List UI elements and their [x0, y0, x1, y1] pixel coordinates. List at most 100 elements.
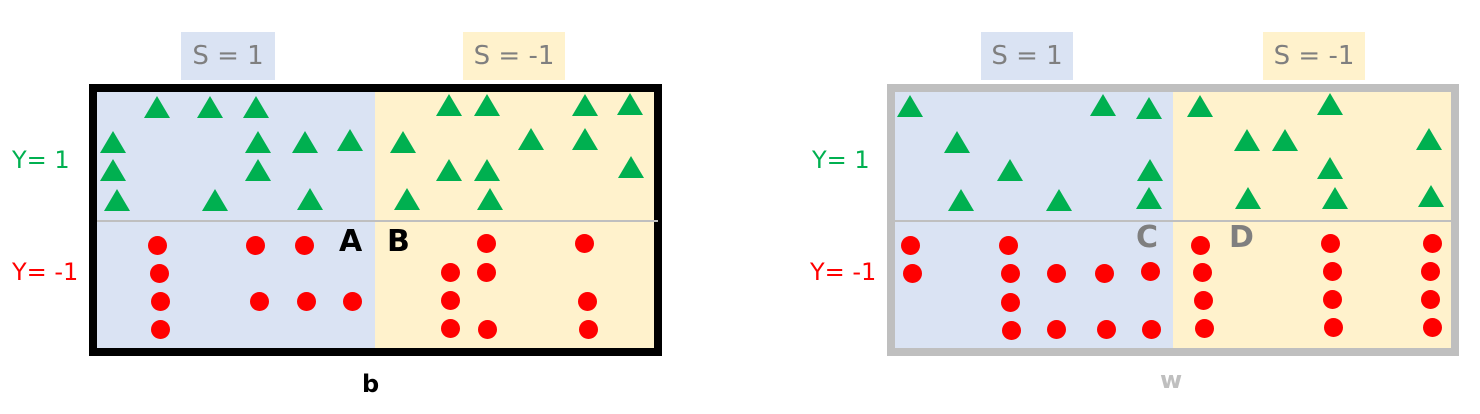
circle-marker-y-neg	[296, 291, 316, 311]
triangle-marker-y-pos	[1317, 93, 1343, 115]
point-label-d: D	[1229, 220, 1254, 255]
triangle-marker-y-pos	[944, 131, 970, 153]
circle-marker-y-neg	[1001, 320, 1021, 340]
class-divider	[895, 220, 1455, 222]
circle-marker-y-neg	[150, 291, 170, 311]
triangle-marker-y-pos	[572, 128, 598, 150]
circle-marker-y-neg	[1094, 263, 1114, 283]
triangle-marker-y-pos	[1272, 129, 1298, 151]
circle-marker-y-neg	[476, 233, 496, 253]
triangle-marker-y-pos	[997, 159, 1023, 181]
y-neg-label-b: Y= -1	[12, 258, 79, 286]
circle-marker-y-neg	[902, 263, 922, 283]
circle-marker-y-neg	[1000, 292, 1020, 312]
s-neg-label-b: S = -1	[463, 32, 565, 80]
panel-w	[887, 84, 1459, 356]
circle-marker-y-neg	[1190, 235, 1210, 255]
point-label-b: B	[387, 224, 410, 259]
s-pos-label-w: S = 1	[981, 32, 1073, 80]
circle-marker-y-neg	[440, 290, 460, 310]
triangle-marker-y-pos	[436, 94, 462, 116]
circle-marker-y-neg	[1096, 319, 1116, 339]
circle-marker-y-neg	[1323, 317, 1343, 337]
triangle-marker-y-pos	[100, 159, 126, 181]
circle-marker-y-neg	[1140, 261, 1160, 281]
y-pos-label-w: Y= 1	[812, 146, 870, 174]
circle-marker-y-neg	[577, 291, 597, 311]
circle-marker-y-neg	[900, 235, 920, 255]
triangle-marker-y-pos	[474, 94, 500, 116]
triangle-marker-y-pos	[1046, 189, 1072, 211]
triangle-marker-y-pos	[243, 96, 269, 118]
circle-marker-y-neg	[574, 233, 594, 253]
triangle-marker-y-pos	[245, 159, 271, 181]
y-pos-label-b: Y= 1	[12, 146, 70, 174]
circle-marker-y-neg	[1000, 263, 1020, 283]
circle-marker-y-neg	[294, 235, 314, 255]
triangle-marker-y-pos	[1322, 187, 1348, 209]
triangle-marker-y-pos	[477, 188, 503, 210]
point-label-c: C	[1136, 220, 1159, 255]
s-pos-label-b: S = 1	[181, 32, 275, 80]
circle-marker-y-neg	[149, 263, 169, 283]
y-neg-label-w: Y= -1	[810, 258, 877, 286]
caption-w: w	[1160, 366, 1183, 394]
circle-marker-y-neg	[147, 235, 167, 255]
circle-marker-y-neg	[1422, 233, 1442, 253]
circle-marker-y-neg	[249, 291, 269, 311]
circle-marker-y-neg	[1046, 263, 1066, 283]
triangle-marker-y-pos	[1137, 159, 1163, 181]
triangle-marker-y-pos	[337, 129, 363, 151]
circle-marker-y-neg	[476, 262, 496, 282]
circle-marker-y-neg	[1141, 319, 1161, 339]
triangle-marker-y-pos	[245, 131, 271, 153]
triangle-marker-y-pos	[617, 93, 643, 115]
triangle-marker-y-pos	[618, 156, 644, 178]
triangle-marker-y-pos	[1090, 94, 1116, 116]
triangle-marker-y-pos	[572, 94, 598, 116]
triangle-marker-y-pos	[390, 131, 416, 153]
triangle-marker-y-pos	[292, 131, 318, 153]
circle-marker-y-neg	[440, 318, 460, 338]
triangle-marker-y-pos	[1187, 95, 1213, 117]
circle-marker-y-neg	[578, 319, 598, 339]
circle-marker-y-neg	[150, 319, 170, 339]
circle-marker-y-neg	[1193, 290, 1213, 310]
circle-marker-y-neg	[440, 262, 460, 282]
triangle-marker-y-pos	[1136, 97, 1162, 119]
circle-marker-y-neg	[1422, 317, 1442, 337]
circle-marker-y-neg	[477, 319, 497, 339]
class-divider	[97, 220, 658, 222]
triangle-marker-y-pos	[1234, 129, 1260, 151]
triangle-marker-y-pos	[394, 188, 420, 210]
s-neg-label-w: S = -1	[1263, 32, 1365, 80]
circle-marker-y-neg	[1420, 289, 1440, 309]
triangle-marker-y-pos	[197, 96, 223, 118]
circle-marker-y-neg	[1320, 233, 1340, 253]
triangle-marker-y-pos	[1235, 187, 1261, 209]
triangle-marker-y-pos	[518, 128, 544, 150]
triangle-marker-y-pos	[897, 95, 923, 117]
triangle-marker-y-pos	[1418, 185, 1444, 207]
triangle-marker-y-pos	[1136, 187, 1162, 209]
triangle-marker-y-pos	[100, 131, 126, 153]
triangle-marker-y-pos	[1317, 157, 1343, 179]
caption-b: b	[362, 370, 380, 398]
triangle-marker-y-pos	[948, 189, 974, 211]
triangle-marker-y-pos	[297, 188, 323, 210]
triangle-marker-y-pos	[104, 189, 130, 211]
triangle-marker-y-pos	[1416, 128, 1442, 150]
circle-marker-y-neg	[245, 235, 265, 255]
triangle-marker-y-pos	[474, 159, 500, 181]
triangle-marker-y-pos	[202, 189, 228, 211]
circle-marker-y-neg	[998, 235, 1018, 255]
circle-marker-y-neg	[342, 291, 362, 311]
circle-marker-y-neg	[1322, 261, 1342, 281]
circle-marker-y-neg	[1322, 289, 1342, 309]
circle-marker-y-neg	[1194, 318, 1214, 338]
triangle-marker-y-pos	[436, 159, 462, 181]
panel-b	[89, 84, 662, 356]
circle-marker-y-neg	[1420, 261, 1440, 281]
triangle-marker-y-pos	[144, 96, 170, 118]
circle-marker-y-neg	[1046, 319, 1066, 339]
